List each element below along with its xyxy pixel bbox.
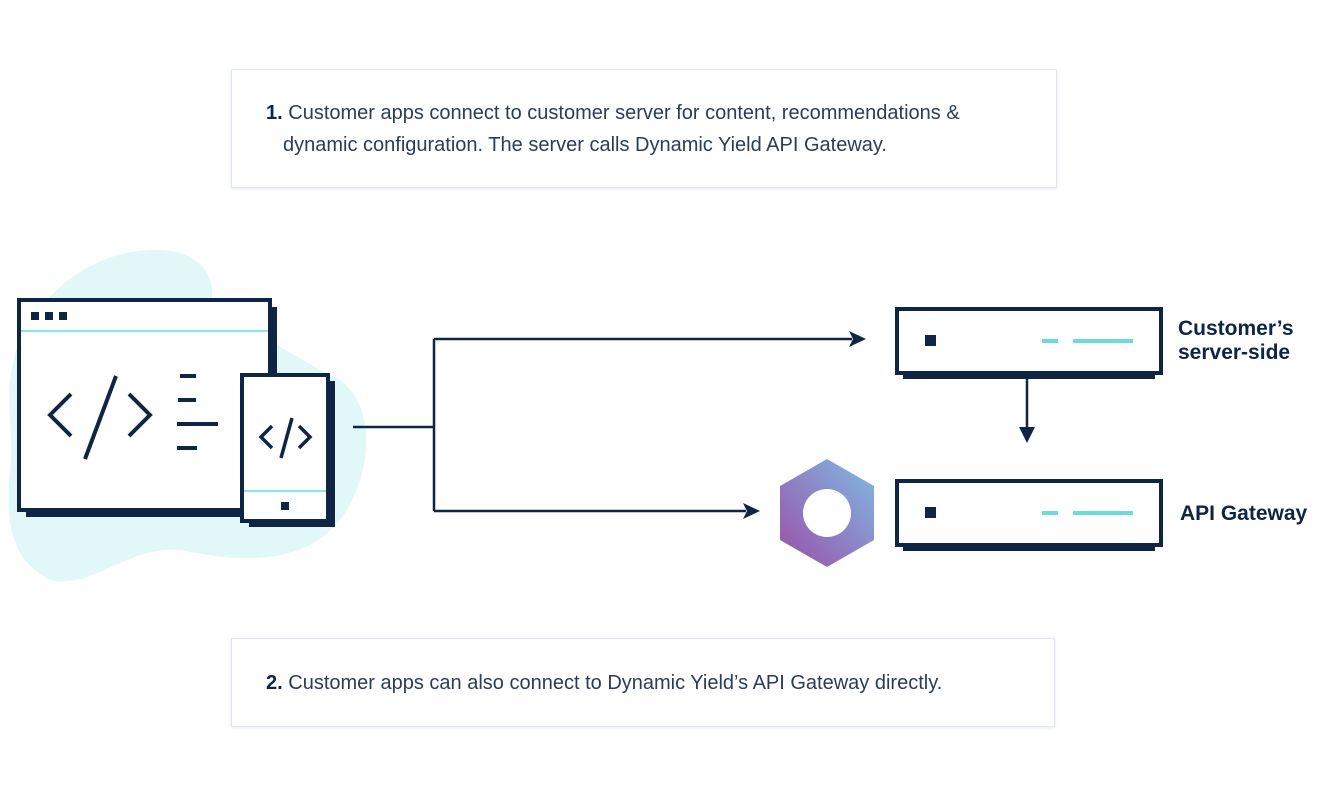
arrowhead-to-gateway [743,503,760,519]
step-2-number: 2. [266,672,283,694]
text-lines-icon [177,374,218,450]
step-2-text: 2. Customer apps can also connect to Dyn… [266,667,942,699]
server-icon [895,307,1163,379]
server-label-line-2: server-side [1178,341,1291,364]
code-brackets-icon [47,375,153,460]
step-2-body: Customer apps can also connect to Dynami… [288,672,943,694]
server-label-line-1: Customer’s [1178,317,1294,340]
arrowhead-server-to-gateway [1019,427,1035,443]
dynamic-yield-logo-icon [780,459,874,567]
step-1-caption: 1. Customer apps connect to customer ser… [231,69,1057,188]
arrowhead-to-server [849,331,866,347]
step-1-number: 1. [266,102,283,124]
step-2-caption: 2. Customer apps can also connect to Dyn… [231,638,1055,727]
server-label: Customer’s server-side [1178,317,1294,365]
step-1-text: 1. Customer apps connect to customer ser… [266,97,1026,161]
edge-client-to-server [353,337,852,511]
browser-window-code-icon [17,298,277,517]
step-1-line-2: dynamic configuration. The server calls … [283,134,887,156]
gateway-label: API Gateway [1180,502,1308,525]
gateway-server-icon [895,479,1163,551]
mobile-phone-code-icon [240,373,335,527]
step-1-line-1: Customer apps connect to customer server… [288,102,960,124]
